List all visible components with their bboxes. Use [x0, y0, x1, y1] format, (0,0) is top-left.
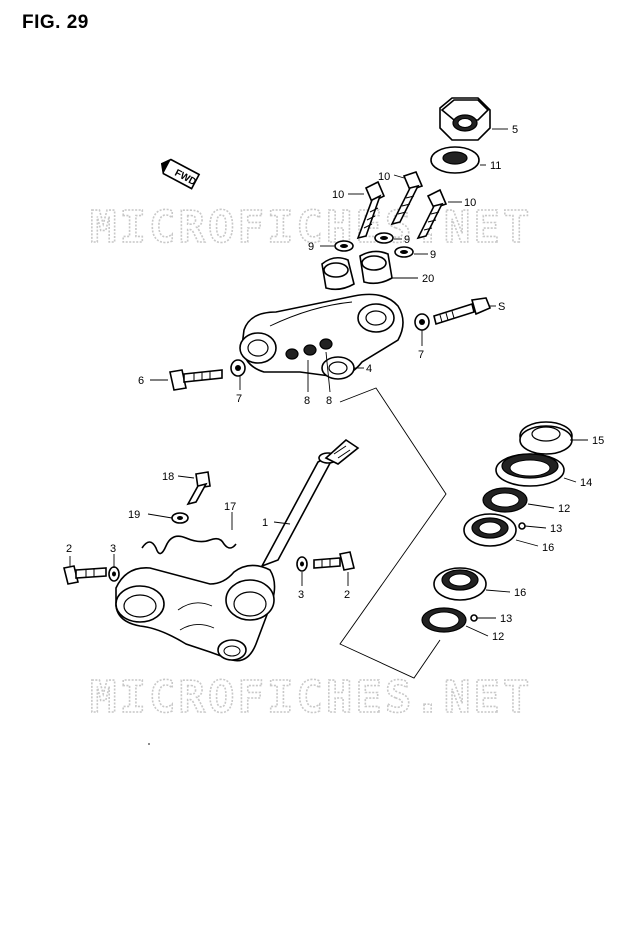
callout-14: 14 — [580, 477, 592, 489]
callout-9: 9 — [404, 234, 410, 246]
washer-9-left — [334, 240, 354, 252]
lower-washer-left — [108, 566, 120, 582]
upper-bearing-cone-16 — [463, 513, 517, 547]
callout-15: 15 — [592, 435, 604, 447]
pinch-bolt-s — [433, 297, 492, 326]
callout-4: 4 — [366, 363, 372, 375]
handlebar-holder — [321, 250, 393, 291]
callout-16: 16 — [542, 542, 554, 554]
callout-5: 5 — [512, 124, 518, 136]
callout-9: 9 — [308, 241, 314, 253]
dust-seal-14 — [495, 453, 565, 487]
lower-bearing-race-12 — [421, 607, 467, 633]
callout-leaders — [69, 128, 588, 637]
handlebar-bolt-left — [356, 180, 386, 240]
callout-12: 12 — [558, 503, 570, 515]
callout-10: 10 — [378, 171, 390, 183]
callout-9: 9 — [430, 249, 436, 261]
lower-pinch-bolt-right — [313, 551, 355, 571]
callout-7: 7 — [236, 393, 242, 405]
callout-8: 8 — [326, 395, 332, 407]
callout-8: 8 — [304, 395, 310, 407]
washer-7-right — [414, 313, 430, 331]
steering-stem-lock-nut — [519, 421, 573, 455]
screw-18 — [186, 471, 211, 506]
callout-12: 12 — [492, 631, 504, 643]
steel-ball-13-lower — [470, 614, 478, 622]
callout-3: 3 — [110, 543, 116, 555]
steel-ball-13-upper — [518, 522, 526, 530]
callout-2: 2 — [344, 589, 350, 601]
upper-bearing-race-12 — [482, 487, 528, 513]
callout-17: 17 — [224, 501, 236, 513]
callout-18: 18 — [162, 471, 174, 483]
callout-3: 3 — [298, 589, 304, 601]
washer-19 — [171, 512, 189, 524]
lower-pinch-bolt-left — [63, 565, 107, 585]
watermark-top: MICROFICHES.NET — [90, 202, 532, 253]
callout-7: 7 — [418, 349, 424, 361]
callout-1: 1 — [262, 517, 268, 529]
washer-9-middle — [374, 232, 394, 244]
figure-title: FIG. 29 — [22, 12, 89, 33]
stem-nut — [439, 97, 491, 141]
handlebar-bolt-right — [416, 188, 448, 240]
callout-s: S — [498, 301, 505, 313]
steering-stem-lower-bracket — [115, 438, 360, 662]
lower-bearing-cone-16 — [433, 567, 487, 601]
callout-2: 2 — [66, 543, 72, 555]
cable-clamp-17 — [141, 535, 237, 555]
pinch-bolt-6 — [169, 369, 223, 391]
washer-9-right — [394, 246, 414, 258]
handlebar-bolt-middle — [390, 171, 424, 226]
steering-stem-washer — [430, 146, 480, 174]
callout-16: 16 — [514, 587, 526, 599]
callout-20: 20 — [422, 273, 434, 285]
assembly-guide-line — [339, 387, 447, 679]
washer-7-left — [230, 359, 246, 377]
callout-11: 11 — [490, 160, 501, 172]
callout-19: 19 — [128, 509, 140, 521]
steering-stem-upper-bracket — [239, 293, 404, 380]
callout-10: 10 — [332, 189, 344, 201]
callout-6: 6 — [138, 375, 144, 387]
watermark-bottom: MICROFICHES.NET — [90, 672, 532, 723]
lower-washer-right — [296, 556, 308, 572]
callout-labels: 5 11 10 10 10 9 9 9 20 S 7 6 7 4 8 8 15 … — [66, 124, 604, 643]
callout-13: 13 — [550, 523, 562, 535]
callout-13: 13 — [500, 613, 512, 625]
callout-10: 10 — [464, 197, 476, 209]
fwd-arrow-icon: FWD — [160, 158, 201, 190]
